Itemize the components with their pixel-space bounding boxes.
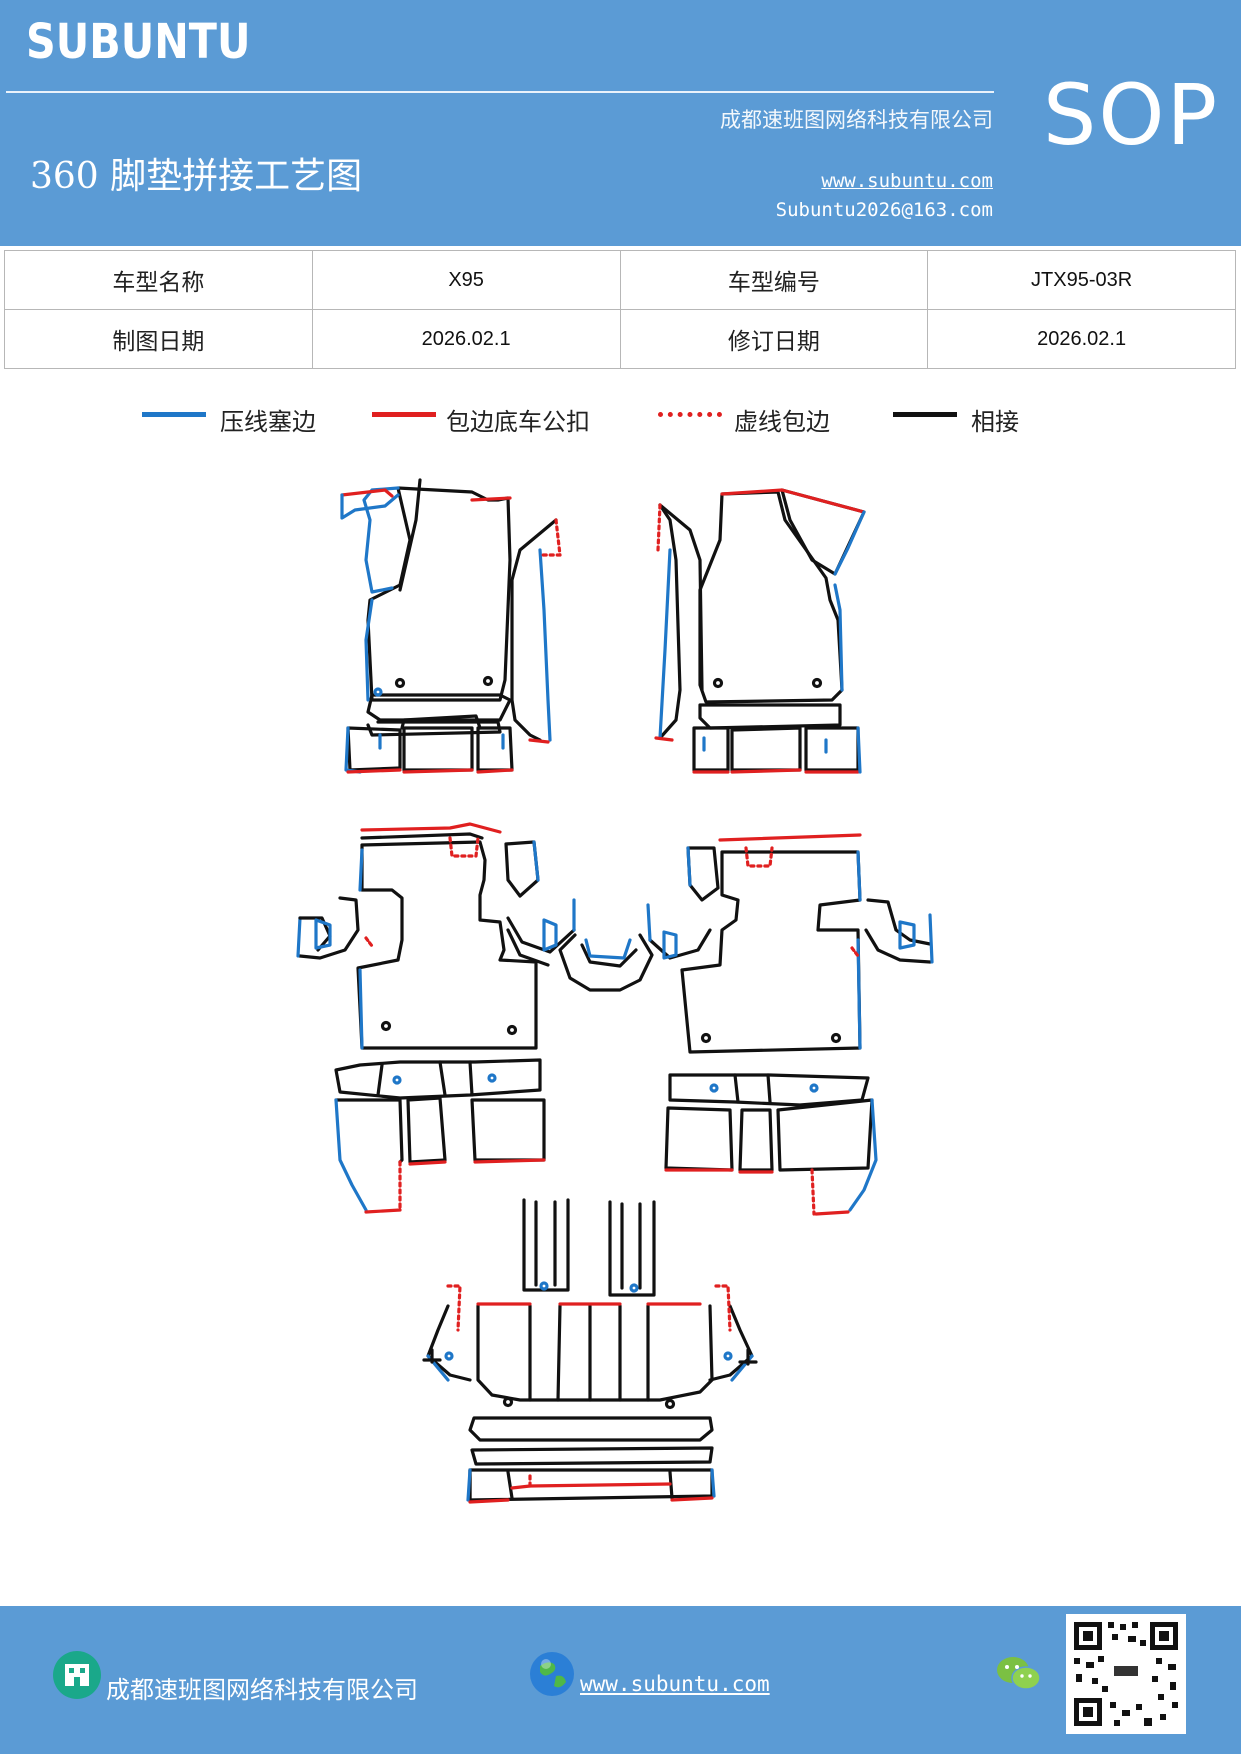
rear-right-pieces [664,1073,878,1216]
model-name-value: X95 [311,250,621,310]
front-right-mat [654,488,866,774]
legend-swatch-blue [142,412,206,417]
sop-label: SOP [1043,66,1220,164]
building-icon [53,1651,101,1699]
footer-banner: 成都速班图网络科技有限公司 www.subuntu.com [0,1606,1241,1754]
model-name-label: 车型名称 [4,250,313,310]
model-code-value: JTX95-03R [927,250,1236,310]
legend-swatch-black [893,412,957,417]
header-email: Subuntu2026@163.com [775,199,993,221]
footer-company: 成都速班图网络科技有限公司 [106,1676,418,1704]
globe-icon [530,1652,574,1696]
center-tunnel-piece [558,933,654,992]
header-company: 成都速班图网络科技有限公司 [720,108,993,132]
model-code-label: 车型编号 [619,250,929,310]
rear-left-pieces [334,1058,546,1214]
legend-label: 压线塞边 [220,408,316,436]
table-row: 制图日期 2026.02.1 修订日期 2026.02.1 [4,309,1236,369]
header-banner: SUBUNTU 成都速班图网络科技有限公司 360 脚垫拼接工艺图 www.su… [0,0,1241,246]
revise-date-value: 2026.02.1 [927,309,1236,369]
qr-code [1066,1614,1186,1734]
revise-date-label: 修订日期 [619,309,929,369]
legend-label: 虚线包边 [734,408,830,436]
legend-label: 包边底车公扣 [446,408,590,436]
header-website-link[interactable]: www.subuntu.com [821,170,993,192]
middle-left-mat [296,822,576,1050]
brand-logo: SUBUNTU [26,14,251,70]
legend-swatch-red [372,412,436,417]
front-left-mat [340,478,562,774]
middle-right-mat [646,833,934,1054]
draw-date-value: 2026.02.1 [311,309,621,369]
table-row: 车型名称 X95 车型编号 JTX95-03R [4,250,1236,310]
draw-date-label: 制图日期 [4,309,313,369]
info-table: 车型名称 X95 车型编号 JTX95-03R 制图日期 2026.02.1 修… [4,250,1236,369]
header-divider [6,91,994,93]
wechat-icon[interactable] [996,1654,1042,1694]
legend: 压线塞边 包边底车公扣 虚线包边 相接 [0,400,1241,440]
trunk-mat [422,1198,758,1504]
legend-swatch-red-dotted [658,412,722,417]
floor-mat-diagram [296,478,934,1504]
legend-label: 相接 [971,408,1019,436]
footer-website-link[interactable]: www.subuntu.com [580,1672,770,1696]
page-title: 360 脚垫拼接工艺图 [30,156,363,197]
